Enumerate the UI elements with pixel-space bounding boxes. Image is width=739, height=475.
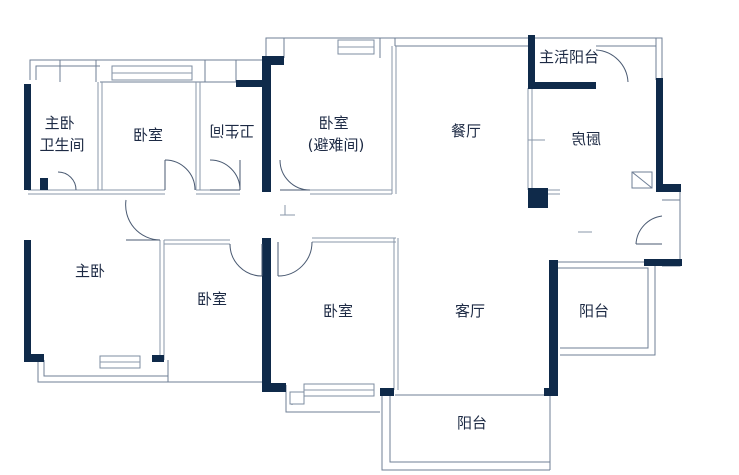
room-label-master-bedroom: 主卧 <box>75 262 105 280</box>
room-label-living: 客厅 <box>455 302 485 320</box>
interior-walls <box>28 46 592 390</box>
doors <box>57 49 663 277</box>
room-label-refuge-line1: 卧室 <box>319 114 349 132</box>
structural-walls <box>24 35 682 396</box>
room-label-bathroom: 卫生间 <box>209 122 254 140</box>
room-label-bedroom-nw: 卧室 <box>133 126 163 144</box>
room-label-bedroom-refuge: 卧室 (避难间) <box>308 114 365 154</box>
room-label-balcony-e: 阳台 <box>579 302 609 320</box>
room-labels: 主活阳台 主卧 卫生间 卧室 卫生间 卧室 (避难间) 餐厅 厨房 主卧 卧室 … <box>39 48 609 432</box>
room-label-master-bath: 主卧 卫生间 <box>39 114 84 154</box>
room-label-dining: 餐厅 <box>451 122 481 140</box>
room-label-refuge-line2: (避难间) <box>308 136 365 154</box>
room-label-master-bath-line1: 主卧 <box>45 114 75 132</box>
room-label-master-bath-line2: 卫生间 <box>39 136 84 154</box>
room-label-kitchen: 厨房 <box>571 130 601 148</box>
room-label-main-balcony: 主活阳台 <box>539 48 599 66</box>
room-label-bedroom-s: 卧室 <box>323 302 353 320</box>
exterior-outline <box>29 37 681 471</box>
room-label-balcony-s: 阳台 <box>457 414 487 432</box>
room-label-bedroom-sw: 卧室 <box>197 290 227 308</box>
windows <box>99 39 375 405</box>
